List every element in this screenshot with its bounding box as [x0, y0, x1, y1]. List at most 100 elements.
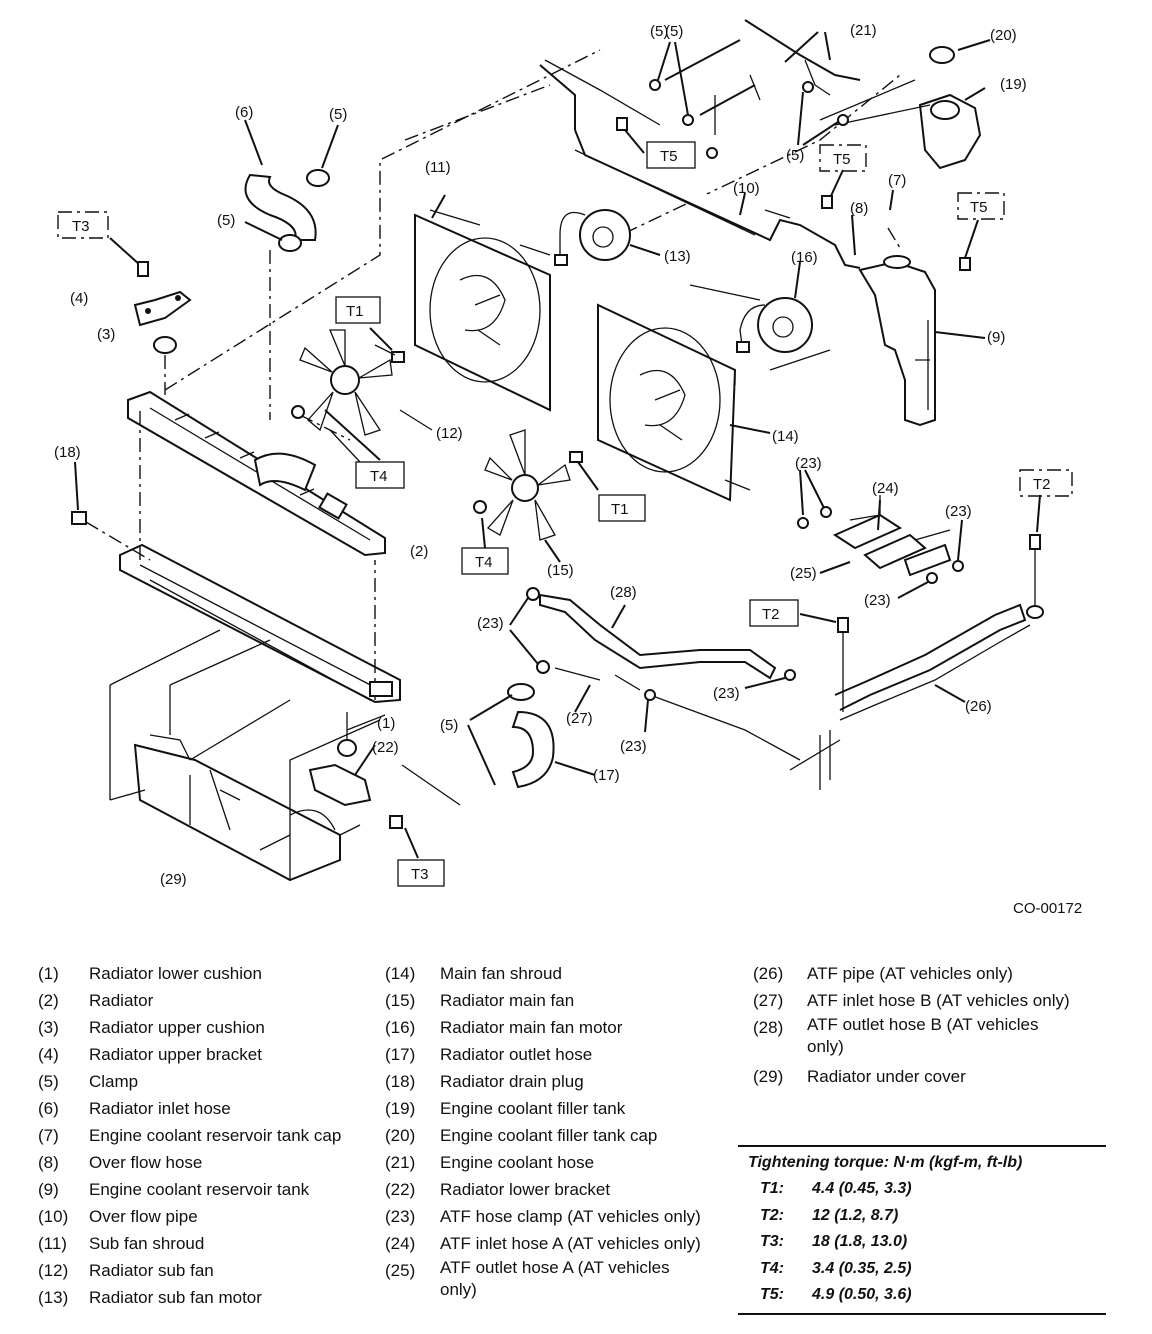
figure-code: CO-00172 [1013, 900, 1083, 917]
legend-item: (8)Over flow hose [38, 1149, 341, 1176]
legend-item-number: (9) [38, 1180, 59, 1199]
callout-4: (4) [70, 290, 88, 307]
legend-item: (20)Engine coolant filler tank cap [385, 1122, 705, 1149]
legend-item-text: Engine coolant hose [440, 1153, 595, 1172]
callout-23e: (23) [713, 685, 740, 702]
svg-text:T5: T5 [833, 151, 851, 168]
main-fan-shroud [597, 303, 771, 502]
legend-item-text: Radiator lower cushion [89, 964, 262, 983]
tag-t5-upper: T5 [646, 141, 696, 169]
legend-item: (26)ATF pipe (AT vehicles only) [753, 960, 1072, 987]
legend-item-number: (29) [753, 1067, 784, 1086]
callout-5c: (5) [217, 212, 235, 229]
legend-item-text: Radiator outlet hose [440, 1045, 593, 1064]
exploded-parts-diagram: (1) (2) (3) (4) (5) (5) (5) (5) (5) (5) … [54, 19, 1073, 888]
callout-7: (7) [888, 172, 906, 189]
legend-item-text: Radiator sub fan motor [89, 1288, 262, 1307]
callout-25: (25) [790, 565, 817, 582]
legend-item: (3)Radiator upper cushion [38, 1014, 341, 1041]
torque-key: T3: [760, 1233, 784, 1250]
legend-item-text: Radiator lower bracket [440, 1180, 611, 1199]
legend-item-number: (16) [385, 1018, 416, 1037]
legend-item: (19)Engine coolant filler tank [385, 1095, 705, 1122]
callout-14: (14) [772, 428, 799, 445]
callout-5e: (5) [440, 717, 458, 734]
callout-1: (1) [377, 715, 395, 732]
torque-value: 12 (1.2, 8.7) [812, 1206, 899, 1224]
legend-item: (25)ATF outlet hose A (AT vehicles only) [385, 1257, 705, 1306]
sub-fan-motor [554, 209, 661, 266]
callout-9: (9) [987, 329, 1005, 346]
legend-item-number: (22) [385, 1180, 416, 1199]
torque-key: T5: [760, 1286, 784, 1303]
legend-item-number: (10) [38, 1207, 69, 1226]
tag-t5-mid: T5 [819, 144, 867, 172]
svg-text:T4: T4 [370, 468, 388, 485]
legend-item-number: (7) [38, 1126, 59, 1145]
legend-column-2: (14)Main fan shroud(15)Radiator main fan… [385, 960, 705, 1306]
torque-row: T2:12 (1.2, 8.7) [738, 1203, 1106, 1230]
legend-item: (12)Radiator sub fan [38, 1257, 341, 1284]
legend-item-number: (13) [38, 1288, 69, 1307]
legend-item-number: (24) [385, 1234, 416, 1253]
legend-item-text: Radiator drain plug [440, 1072, 584, 1091]
legend-item-text: ATF hose clamp (AT vehicles only) [440, 1207, 701, 1226]
legend-item-number: (28) [753, 1018, 784, 1037]
torque-key: T4: [760, 1259, 784, 1277]
legend-item-text: Engine coolant filler tank [440, 1099, 626, 1118]
callout-16: (16) [791, 249, 818, 266]
legend-item-text: Radiator under cover [807, 1067, 966, 1086]
callout-23f: (23) [620, 738, 647, 755]
torque-row: T1:4.4 (0.45, 3.3) [738, 1176, 1106, 1203]
legend-item-text: Radiator upper cushion [89, 1018, 265, 1037]
legend-item-text: Sub fan shroud [89, 1234, 205, 1253]
legend-item-number: (17) [385, 1045, 416, 1064]
radiator-core [119, 410, 401, 704]
legend-item-text: ATF inlet hose A (AT vehicles only) [440, 1234, 701, 1253]
bolt-t3-upper [109, 237, 149, 277]
legend-item: (28) ATF outlet hose B (AT vehicles only) [753, 1014, 1072, 1063]
atf-pipe [789, 603, 1031, 790]
legend-item-number: (26) [753, 964, 784, 983]
radiator-upper-cushion [153, 336, 177, 395]
radiator-upper-tank [127, 390, 386, 557]
callout-15: (15) [547, 562, 574, 579]
svg-text:T2: T2 [762, 606, 780, 623]
legend-item: (5)Clamp [38, 1068, 341, 1095]
radiator-under-cover [109, 629, 381, 882]
callout-29: (29) [160, 871, 187, 888]
legend-item: (17) Radiator outlet hose [385, 1041, 705, 1068]
engine-coolant-filler-tank-cap [929, 39, 991, 64]
legend-item: (6)Radiator inlet hose [38, 1095, 341, 1122]
tightening-torque-table: Tightening torque: N·m (kgf-m, ft-lb) T1… [738, 1145, 1106, 1315]
callout-18: (18) [54, 444, 81, 461]
legend-item-number: (2) [38, 991, 59, 1010]
legend-item-text: ATF outlet hose B (AT vehicles only) [807, 1015, 1039, 1056]
legend-item-text: Radiator main fan [440, 991, 575, 1010]
legend-column-1: (1) Radiator lower cushion (2)Radiator(3)R… [38, 960, 341, 1311]
legend-item-number: (1) [38, 964, 59, 983]
bolts-t1-t4-t5 [324, 117, 979, 549]
legend-item-number: (11) [38, 1234, 67, 1253]
legend-item: (2)Radiator [38, 987, 341, 1014]
legend-item-text: Radiator sub fan [89, 1261, 214, 1280]
callout-23d: (23) [477, 615, 504, 632]
radiator-outlet-hose [467, 683, 596, 789]
callout-26: (26) [965, 698, 992, 715]
torque-rows: T1:4.4 (0.45, 3.3)T2:12 (1.2, 8.7)T3:18 … [738, 1176, 1106, 1309]
legend-item-number: (20) [385, 1126, 416, 1145]
legend-item-text: Radiator inlet hose [89, 1099, 231, 1118]
svg-text:T3: T3 [72, 218, 90, 235]
svg-text:T4: T4 [475, 554, 493, 571]
callout-19: (19) [1000, 76, 1027, 93]
svg-text:T1: T1 [346, 303, 364, 320]
legend-item: (18)Radiator drain plug [385, 1068, 705, 1095]
callout-11: (11) [425, 159, 451, 176]
legend-item: (10)Over flow pipe [38, 1203, 341, 1230]
radiator-upper-bracket [133, 290, 192, 327]
engine-coolant-filler-tank [819, 79, 986, 170]
torque-row: T5:4.9 (0.50, 3.6) [738, 1282, 1106, 1309]
callout-21: (21) [850, 22, 877, 39]
atf-outlet-hose-b [539, 593, 777, 680]
clamps-upper [649, 41, 849, 159]
